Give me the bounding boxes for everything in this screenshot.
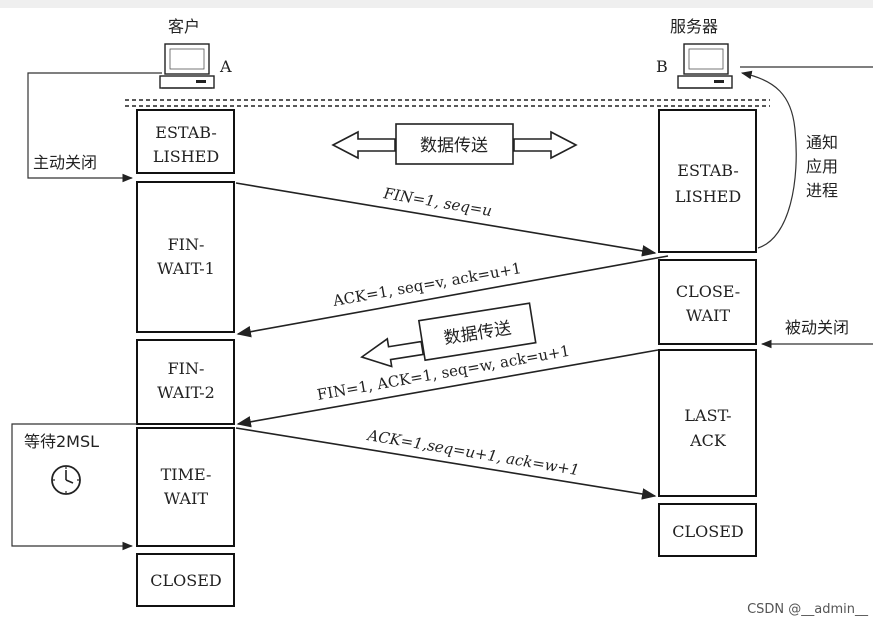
- server-last-ack-line1: LAST-: [684, 406, 731, 425]
- client-established-line2: LISHED: [153, 147, 219, 166]
- server-established-line1: ESTAB-: [677, 161, 738, 180]
- wait-2msl-bracket: [11, 423, 137, 551]
- client-fin-wait-2-line2: WAIT-2: [157, 383, 215, 402]
- notify-app-line2: 应用: [806, 157, 838, 176]
- client-fin-wait-1-line1: FIN-: [168, 235, 205, 254]
- client-state-time-wait: [136, 427, 235, 547]
- data-transfer-label: 数据传送: [420, 136, 488, 156]
- client-fin-wait-2-line1: FIN-: [168, 359, 205, 378]
- ack1-label: ACK=1, seq=v, ack=u+1: [331, 259, 523, 310]
- server-computer-icon: [677, 43, 733, 89]
- bidirectional-data-transfer-arrow: [331, 123, 578, 165]
- clock-icon: [51, 465, 81, 495]
- server-established-line2: LISHED: [675, 187, 741, 206]
- top-band: [0, 0, 873, 8]
- client-label: 客户: [168, 17, 200, 36]
- active-close-connector: [27, 72, 162, 183]
- client-closed-text: CLOSED: [150, 571, 221, 590]
- server-close-wait-line2: WAIT: [686, 306, 731, 325]
- server-close-wait-line1: CLOSE-: [676, 282, 740, 301]
- active-close-label: 主动关闭: [33, 153, 97, 172]
- server-label: 服务器: [670, 17, 718, 36]
- watermark-text: CSDN @__admin__: [747, 602, 868, 617]
- client-time-wait-line2: WAIT: [164, 489, 209, 508]
- client-state-closed: [136, 553, 235, 607]
- client-computer-icon: [159, 43, 215, 89]
- client-established-line1: ESTAB-: [155, 123, 216, 142]
- fin1-arrow: [235, 182, 657, 257]
- ack2-arrow: [235, 427, 657, 500]
- client-state-fin-wait-2: [136, 339, 235, 425]
- client-state-fin-wait-1: [136, 181, 235, 333]
- client-time-wait-line1: TIME-: [161, 465, 212, 484]
- ack2-label: ACK=1,seq=u+1, ack=w+1: [364, 426, 580, 479]
- server-state-close-wait: [658, 259, 757, 345]
- client-state-established: [136, 109, 235, 174]
- fin1-label: FIN=1, seq=u: [381, 184, 493, 220]
- server-closed-text: CLOSED: [672, 522, 743, 541]
- ack1-arrow: [236, 255, 669, 338]
- notify-app-curve: [740, 70, 797, 249]
- client-fin-wait-1-line2: WAIT-1: [157, 259, 215, 278]
- server-state-established: [658, 109, 757, 253]
- server-last-ack-line2: ACK: [689, 431, 727, 450]
- server-to-client-data-transfer-arrow: 数据传送: [360, 302, 537, 368]
- server-state-closed: [658, 503, 757, 557]
- server-state-last-ack: [658, 349, 757, 497]
- fin2-arrow: [236, 349, 659, 428]
- server-letter: B: [656, 57, 668, 76]
- wait-2msl-label: 等待2MSL: [24, 432, 99, 451]
- notify-app-line3: 进程: [806, 181, 838, 200]
- notify-app-line1: 通知: [806, 133, 838, 152]
- client-letter: A: [219, 57, 232, 76]
- passive-close-label: 被动关闭: [785, 318, 849, 337]
